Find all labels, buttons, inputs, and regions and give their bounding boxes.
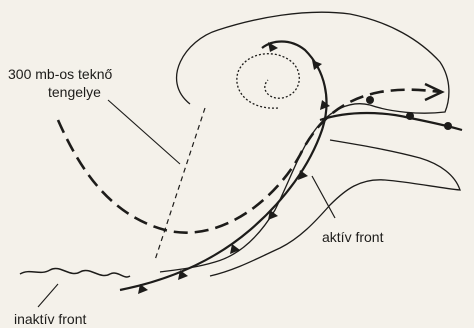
inactive-front-line	[20, 268, 130, 276]
trough-axis-dashed-curve	[58, 90, 440, 233]
cloud-spiral	[237, 54, 299, 108]
trough-axis-label-line2: tengelye	[48, 84, 101, 100]
trough-axis-leader	[108, 100, 180, 164]
inactive-front-label: inaktív front	[14, 311, 86, 327]
active-front-label: aktív front	[322, 229, 384, 245]
cloud-band-outline	[160, 12, 449, 272]
front-triangles	[138, 42, 330, 294]
trough-axis-label-line1: 300 mb-os teknő	[8, 66, 112, 82]
warm-front-line	[320, 113, 462, 130]
trough-axis-secondary	[155, 108, 205, 260]
inactive-front-leader	[38, 284, 58, 307]
cloud-band-lower	[210, 140, 460, 276]
